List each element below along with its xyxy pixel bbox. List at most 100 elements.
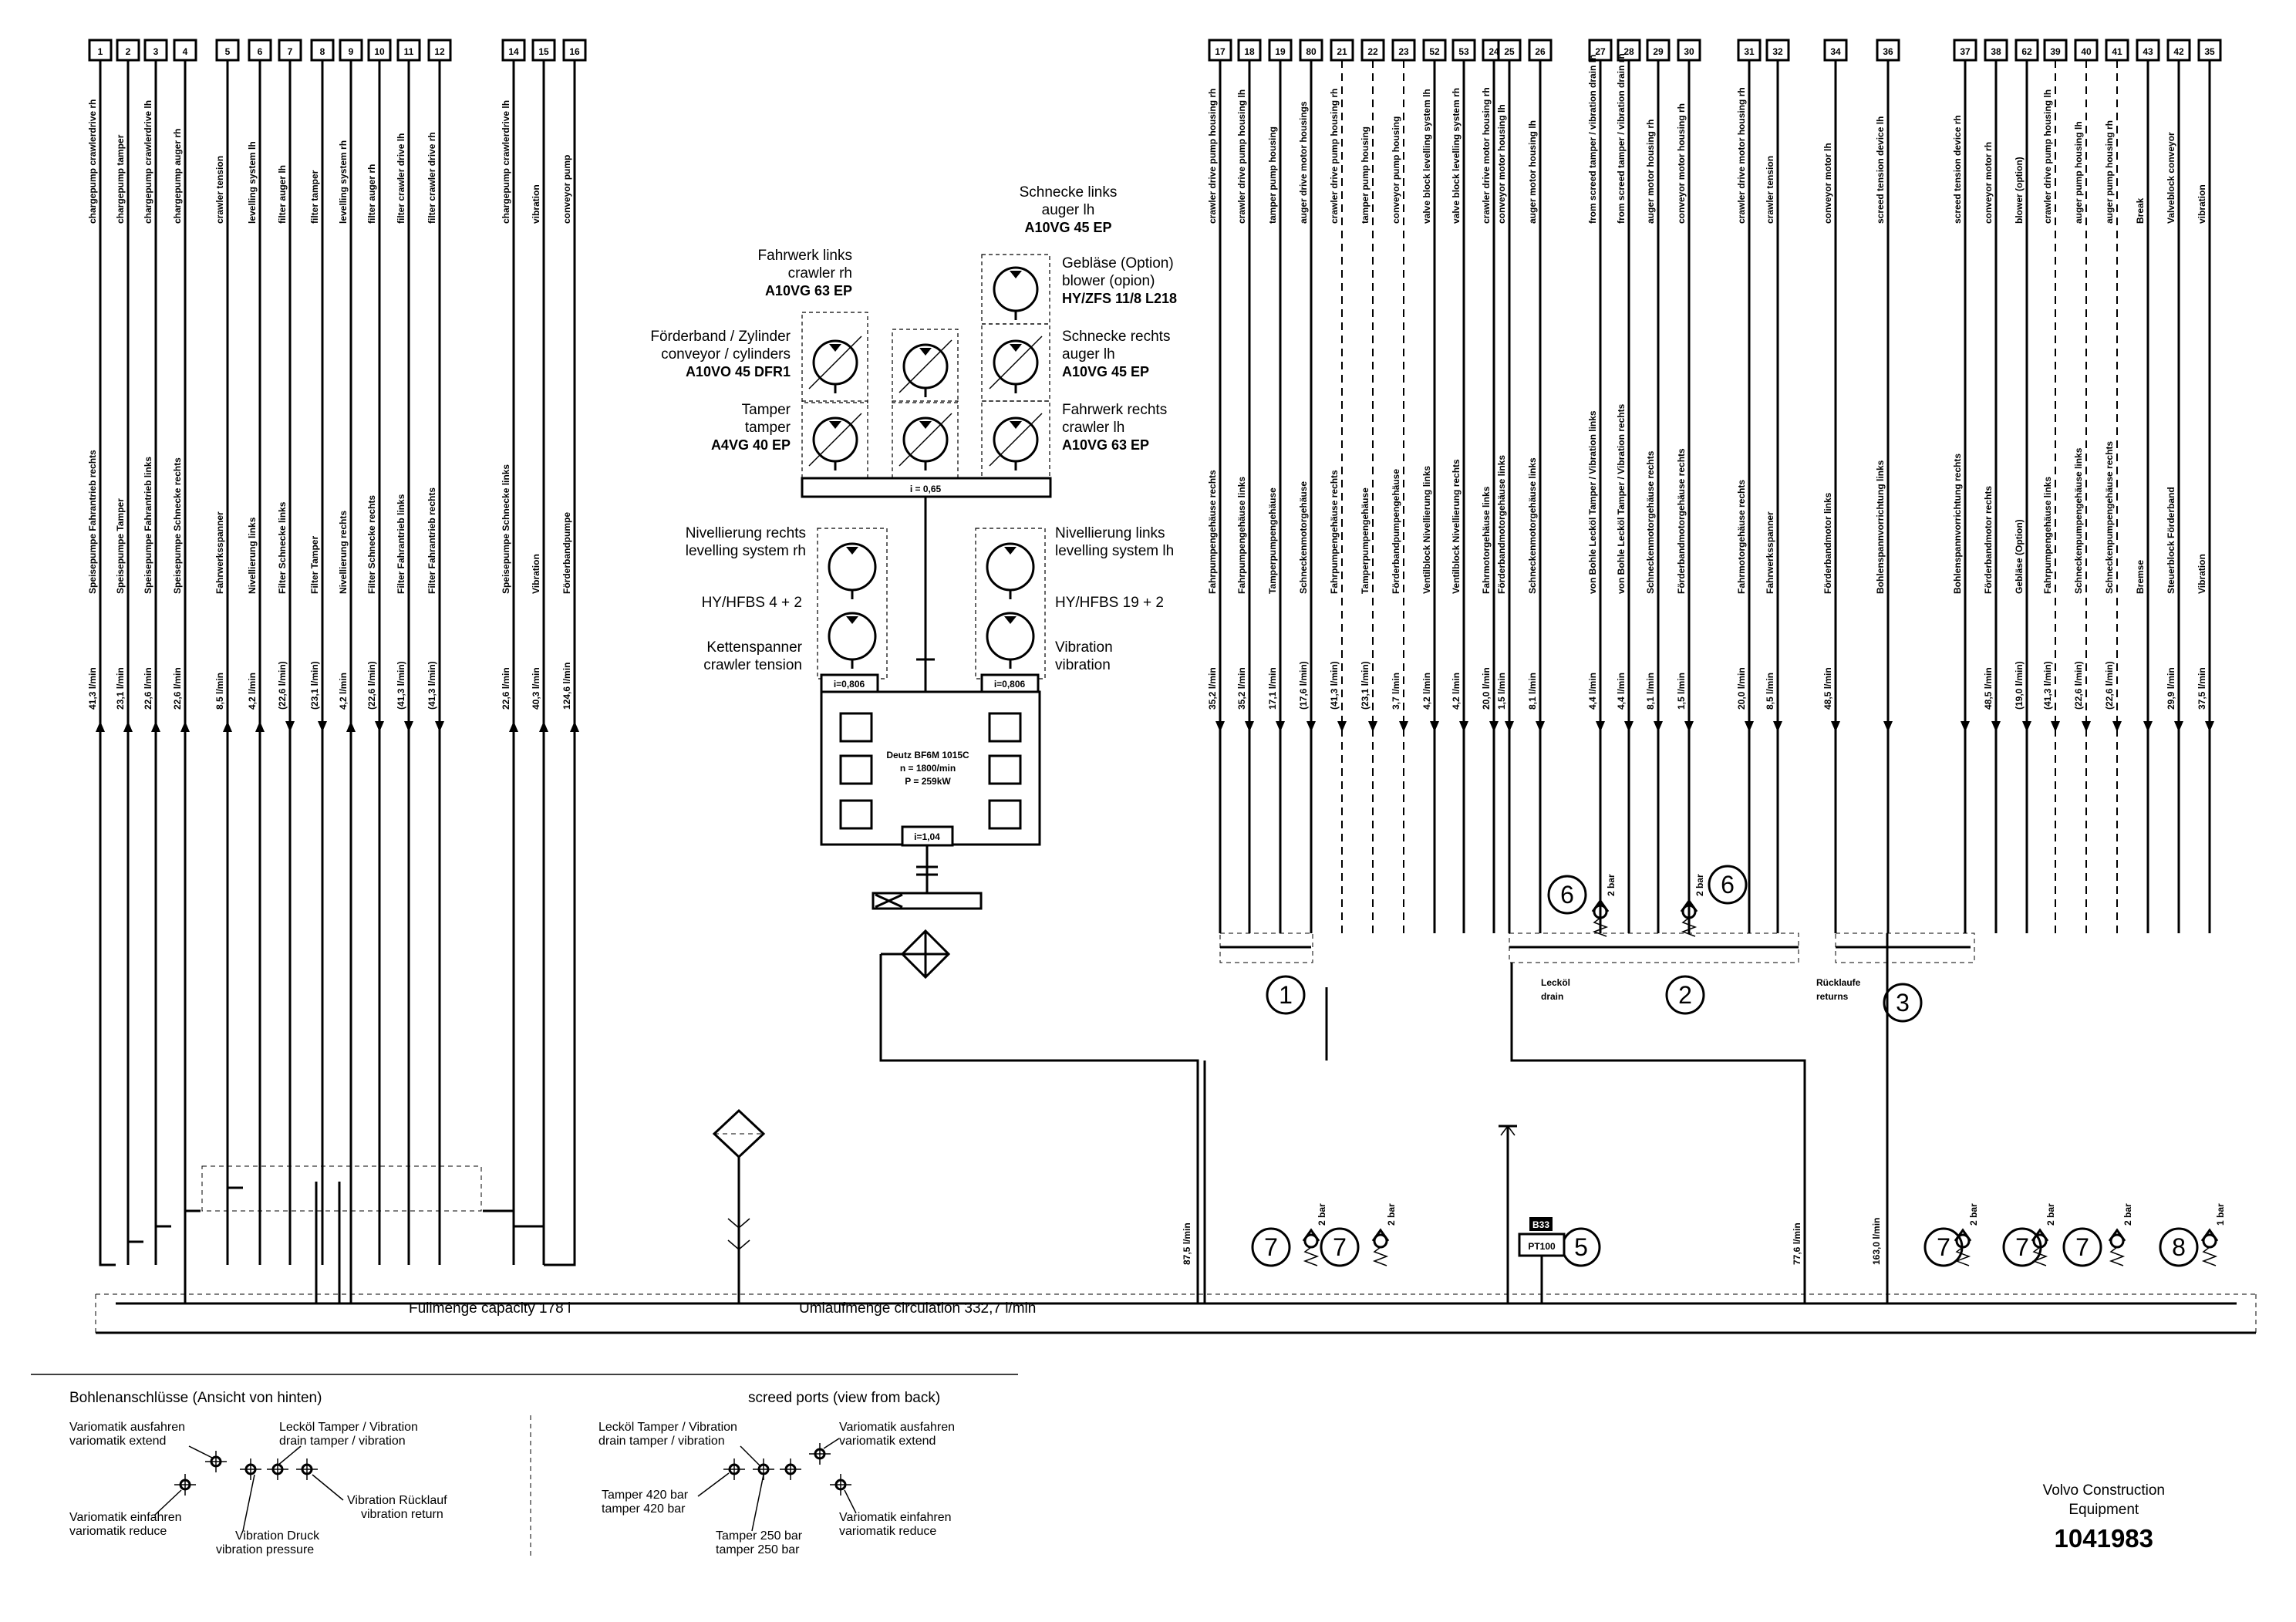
company-name-line1: Volvo Construction (2042, 1482, 2165, 1499)
gearbox-main (801, 477, 1052, 498)
flow-arrow-down-icon (1684, 721, 1694, 732)
port-flow-rate: 48,5 l/min (1822, 667, 1833, 710)
port-number: 22 (1367, 46, 1378, 57)
document-number: 1041983 (2054, 1524, 2154, 1553)
sensor-label: PT100 (1528, 1241, 1556, 1252)
port-symbol-icon (780, 1458, 801, 1480)
port-label-en: valve block levelling system rh (1451, 88, 1462, 224)
port-flow-rate: 4,2 l/min (247, 673, 258, 710)
pump-icon (989, 336, 1043, 393)
pump-schnecke-rechts-en: auger lh (1062, 346, 1115, 363)
check-valve-pressure: 2 bar (2122, 1203, 2133, 1226)
legend-r-drain-de: Lecköl Tamper / Vibration (598, 1421, 737, 1434)
port-label-de: Speisepumpe Fahrantrieb rechts (87, 450, 98, 594)
pump-icon (808, 336, 862, 393)
flow-arrow-down-icon (1654, 721, 1663, 732)
pump-kettenspanner-de: Kettenspanner (706, 639, 802, 656)
port-flow-rate: (23,1 l/min) (1360, 661, 1371, 710)
manifolds-right (1219, 932, 1975, 963)
reference-number: 8 (2172, 1233, 2186, 1261)
port-flow-rate: 4,2 l/min (338, 673, 349, 710)
port-number: 3 (153, 46, 159, 57)
port-label-en: auger pump housing rh (2104, 120, 2115, 224)
pump-icon (899, 339, 952, 397)
flow-arrow-up-icon (180, 721, 190, 732)
port-number: 36 (1883, 46, 1893, 57)
flow-arrow-down-icon (1459, 721, 1468, 732)
check-valve-icon: 2 bar (1954, 1203, 1979, 1266)
port-number: 32 (1772, 46, 1783, 57)
flow-arrow-down-icon (1745, 721, 1754, 732)
port-label-en: auger drive motor housings (1298, 101, 1309, 224)
port-flow-rate: 4,2 l/min (1451, 673, 1462, 710)
port-label-de: Tamperpumpengehäuse (1267, 487, 1278, 594)
port-label-de: Bohlenspannvorrichtung links (1875, 460, 1886, 594)
flow-arrow-down-icon (404, 721, 413, 732)
return-collectors (1203, 933, 1889, 1303)
pump-nivellierung-rechts-en: levelling system rh (686, 543, 806, 559)
port-flow-rate: (17,6 l/min) (1298, 661, 1309, 710)
port-flow-rate: 8,1 l/min (1527, 673, 1538, 710)
port-label-en: crawler drive pump housing lh (2042, 89, 2053, 224)
flow-arrow-up-icon (346, 721, 356, 732)
check-valve-icon: 2 bar (2031, 1203, 2056, 1266)
port-label-en: crawler drive motor housing rh (1481, 87, 1492, 224)
flow-arrow-up-icon (151, 721, 160, 732)
port-label-de: Förderbandpumpe (561, 512, 572, 594)
port-flow-rate: 22,6 l/min (143, 667, 153, 710)
legend-title-en: screed ports (view from back) (748, 1390, 940, 1406)
pump-tamper-model: A4VG 40 EP (711, 437, 791, 453)
reference-circle: 6 (1708, 865, 1748, 905)
port-flow-rate: 1,5 l/min (1676, 673, 1687, 710)
returns-label-en: returns (1816, 991, 1849, 1002)
port-label-de: Speisepumpe Tamper (115, 498, 126, 594)
return-rate-mid: 77,6 l/min (1792, 1222, 1802, 1265)
tank (95, 1293, 2257, 1334)
returns-label-de: Rücklaufe (1816, 977, 1861, 988)
port-number-box (143, 39, 168, 62)
port-label-en: conveyor pump (561, 155, 572, 224)
port-flow-rate: (41,3 l/min) (1329, 661, 1340, 710)
port-label-en: levelling system rh (338, 140, 349, 224)
flow-arrow-down-icon (1489, 721, 1499, 732)
port-label-de: Fahrpumpengehäuse rechts (1207, 470, 1218, 594)
check-valve-icon: 2 bar (2108, 1203, 2133, 1266)
port-number-box (248, 39, 272, 62)
port-number: 26 (1535, 46, 1546, 57)
tank-circulation: Umlaufmenge circulation 332,7 l/min (799, 1300, 1036, 1317)
port-number: 53 (1458, 46, 1469, 57)
check-valve-pressure: 2 bar (1317, 1203, 1327, 1226)
port-flow-rate: 23,1 l/min (115, 667, 126, 710)
port-number: 9 (349, 46, 354, 57)
port-label-en: blower (option) (2014, 157, 2025, 224)
port-label-en: crawler drive motor housing rh (1736, 87, 1747, 224)
cooler-symbol (879, 929, 1199, 1303)
port-number: 38 (1991, 46, 2001, 57)
port-number: 31 (1744, 46, 1755, 57)
port-flow-rate: 20,0 l/min (1481, 667, 1492, 710)
legend-l-pressure-de: Vibration Druck (235, 1529, 320, 1543)
port-number: 4 (183, 46, 188, 57)
port-flow-rate: (22,6 l/min) (2104, 661, 2115, 710)
port-label-de: Steuerblock Förderband (2166, 487, 2176, 594)
port-label-de: Filter Schnecke links (277, 501, 288, 594)
reference-number: 5 (1574, 1233, 1588, 1261)
return-rate-left: 87,5 l/min (1182, 1222, 1192, 1265)
port-number-box (2166, 39, 2191, 62)
reference-number: 7 (2015, 1233, 2029, 1261)
sensor-tag-box (1529, 1217, 1553, 1231)
port-label-de: Fahrmotorgehäuse rechts (1736, 480, 1747, 594)
pump-fahrwerk-links-de: Fahrwerk links (758, 248, 852, 264)
reference-number: 1 (1279, 981, 1293, 1009)
